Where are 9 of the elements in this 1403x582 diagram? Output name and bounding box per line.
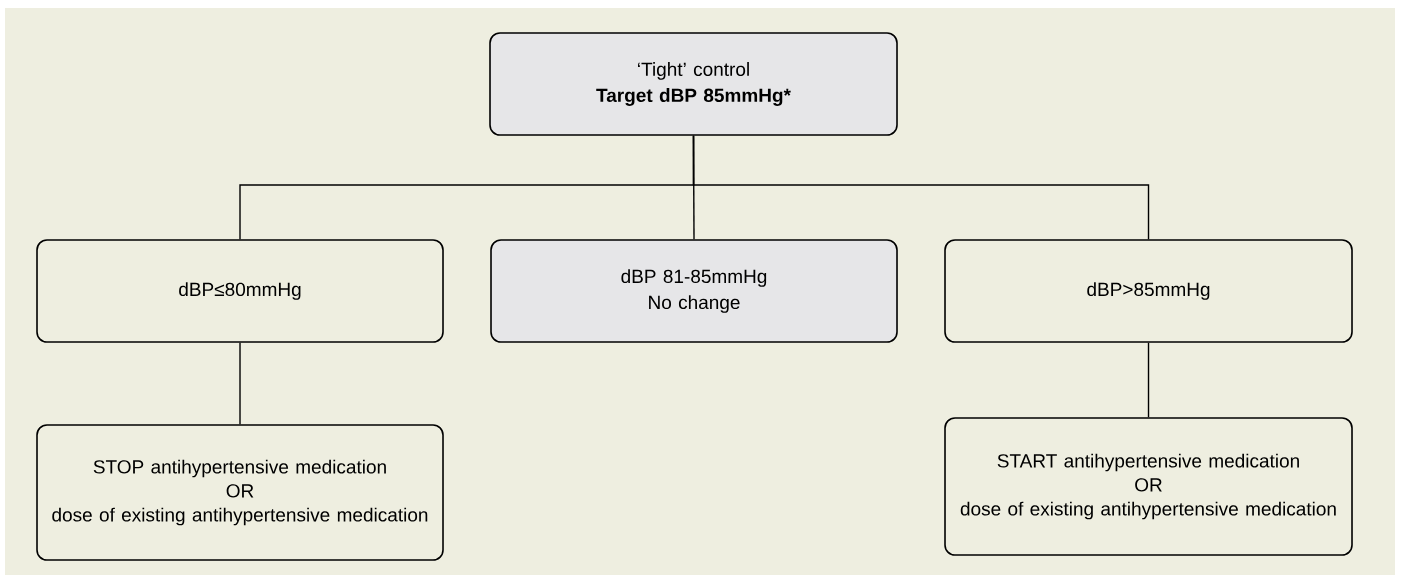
process-box: START antihypertensive medication OR dose of existing antihypertensive medication bbox=[944, 417, 1353, 556]
process-box: dBP>85mmHg bbox=[944, 239, 1353, 343]
process-box: STOP antihypertensive medication OR dose of existing antihypertensive medication bbox=[36, 424, 444, 561]
connector-line bbox=[692, 135, 1150, 240]
decision-box: ‘Tight’ control Target dBP 85mmHg* bbox=[489, 32, 898, 136]
process-box: dBP≤80mmHg bbox=[36, 239, 444, 343]
connector-line bbox=[239, 342, 241, 425]
connector-line bbox=[1147, 342, 1150, 418]
process-box: dBP 81-85mmHg No change bbox=[490, 239, 898, 343]
